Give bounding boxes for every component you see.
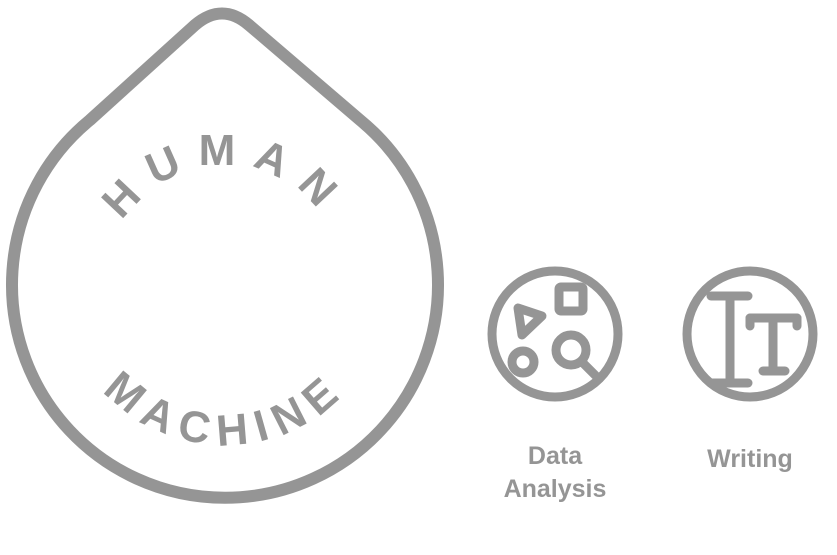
machine-text: MACHINE [95, 362, 354, 456]
data-analysis-icon [487, 266, 623, 402]
writing-label: Writing [707, 445, 793, 473]
data-analysis-label-line1: Data [527, 442, 583, 470]
human-text: HUMAN [93, 126, 358, 227]
human-machine-drop [6, 7, 444, 504]
writing-icon [682, 266, 818, 402]
data-analysis-label: Data Analysis [480, 440, 630, 506]
data-analysis-label-line2: Analysis [503, 475, 607, 503]
